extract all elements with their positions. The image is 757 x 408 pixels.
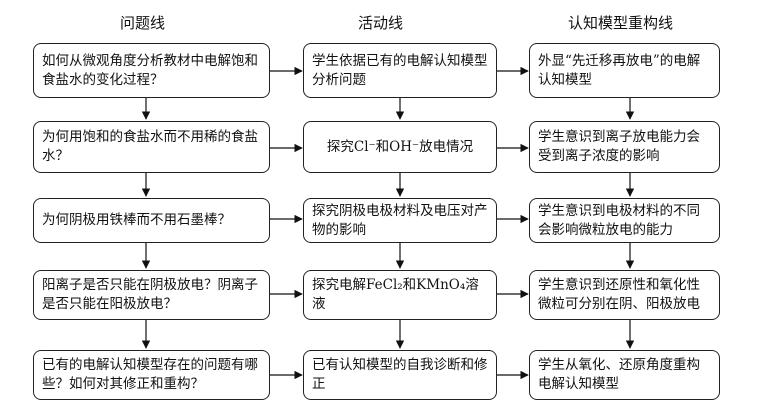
- model-box-1: 外显“先迁移再放电”的电解认知模型: [529, 43, 720, 98]
- question-box-3: 为何阴极用铁棒而不用石墨棒？: [33, 198, 270, 243]
- model-box-5: 学生从氧化、还原角度重构电解认知模型: [529, 350, 720, 400]
- activity-box-1: 学生依据已有的电解认知模型分析问题: [303, 43, 497, 98]
- activity-box-2: 探究Cl⁻和OH⁻放电情况: [303, 121, 497, 173]
- question-box-2: 为何用饱和的食盐水而不用稀的食盐水？: [33, 121, 270, 173]
- column-title-activity: 活动线: [358, 14, 404, 32]
- activity-box-5: 已有认知模型的自我诊断和修正: [303, 350, 497, 400]
- question-box-4: 阳离子是否只能在阴极放电？阴离子是否只能在阳极放电？: [33, 270, 270, 320]
- question-box-5: 已有的电解认知模型存在的问题有哪些？如何对其修正和重构？: [33, 350, 270, 400]
- activity-box-4: 探究电解FeCl₂和KMnO₄溶液: [303, 270, 497, 320]
- model-box-2: 学生意识到离子放电能力会受到离子浓度的影响: [529, 121, 720, 173]
- column-title-question: 问题线: [120, 14, 166, 32]
- question-box-1: 如何从微观角度分析教材中电解饱和食盐水的变化过程？: [33, 43, 270, 98]
- model-box-4: 学生意识到还原性和氧化性微粒可分别在阴、阳极放电: [529, 270, 720, 320]
- activity-box-3: 探究阴极电极材料及电压对产物的影响: [303, 198, 497, 243]
- model-box-3: 学生意识到电极材料的不同会影响微粒放电的能力: [529, 198, 720, 243]
- column-title-model: 认知模型重构线: [568, 14, 674, 32]
